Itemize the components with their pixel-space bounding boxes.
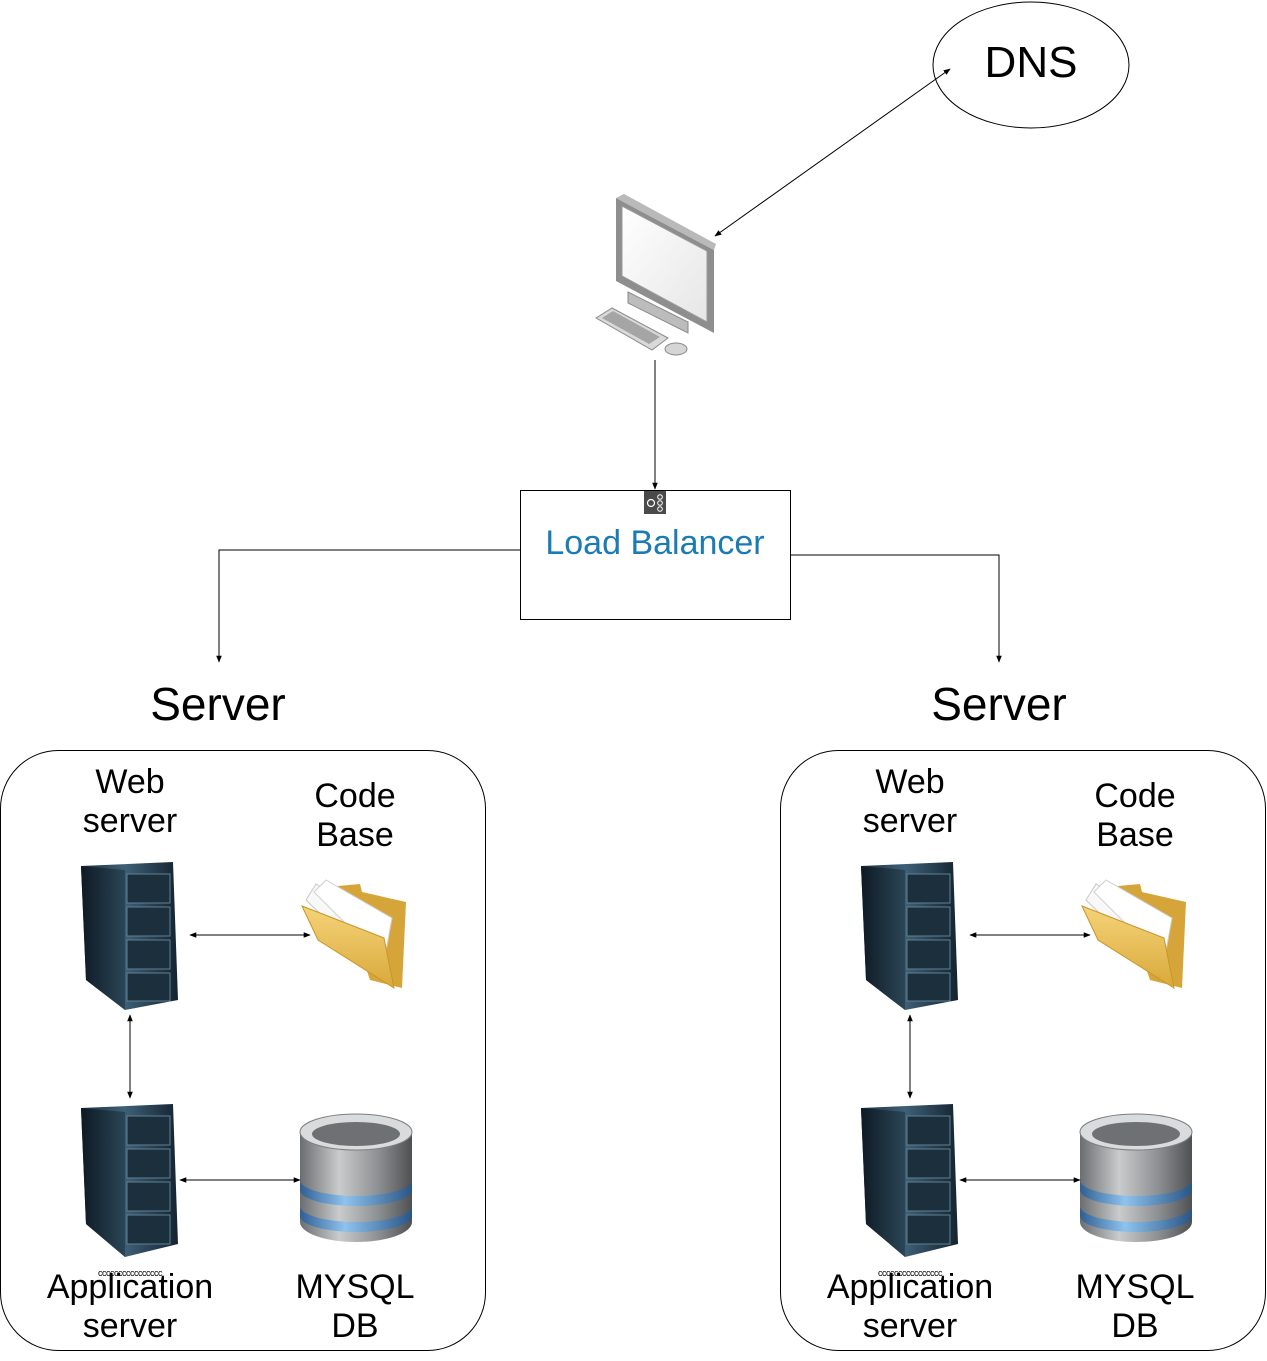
lb-left-server-connector	[216, 549, 520, 663]
folder-icon	[301, 879, 406, 990]
code-base-label: Code Base	[1094, 777, 1176, 855]
dns-client-connector	[714, 68, 951, 237]
mysql-db-label: MYSQL DB	[295, 1268, 415, 1346]
app-server-tiny-text: cccccccccccccccc	[878, 1268, 943, 1278]
database-icon	[299, 1113, 413, 1242]
load-balancer-label: Load Balancer	[545, 524, 765, 562]
app-server-tiny-text: cccccccccccccccc	[98, 1268, 163, 1278]
folder-icon	[1081, 879, 1186, 990]
dns-label: DNS	[984, 38, 1078, 87]
server-rack-icon	[861, 862, 958, 1010]
code-base-label: Code Base	[314, 777, 396, 855]
server-title-right: Server	[931, 678, 1067, 730]
server-title-left: Server	[150, 678, 286, 730]
app-server-label: Application server	[826, 1268, 994, 1346]
load-balancer-icon	[644, 491, 666, 514]
web-server-label: Web server	[82, 763, 178, 841]
web-server-label: Web server	[862, 763, 958, 841]
server-rack-icon	[81, 862, 178, 1010]
desktop-computer-icon	[595, 194, 716, 356]
app-server-label: Application server	[46, 1268, 214, 1346]
dns-node	[932, 1, 1130, 129]
lb-right-server-connector	[790, 554, 1002, 663]
server-rack-icon	[81, 1104, 178, 1257]
mysql-db-label: MYSQL DB	[1075, 1268, 1195, 1346]
database-icon	[1079, 1113, 1193, 1242]
server-rack-icon	[861, 1104, 958, 1257]
